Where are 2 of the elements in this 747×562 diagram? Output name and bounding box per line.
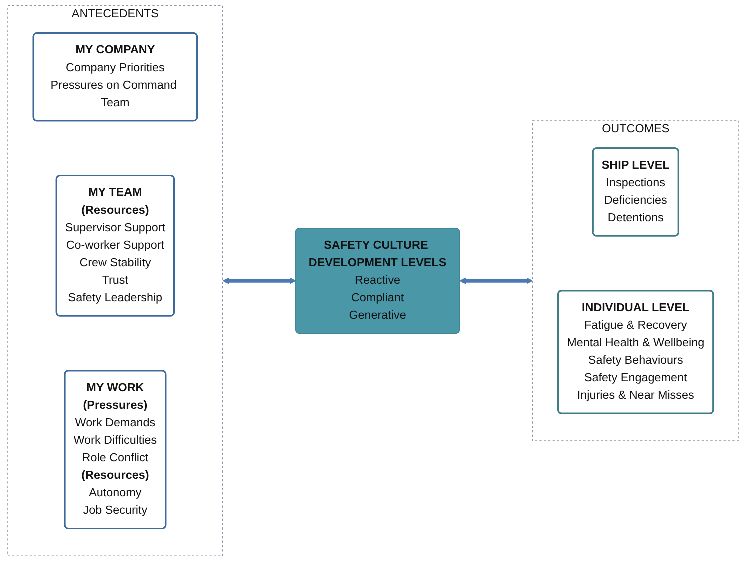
- arrow: [460, 278, 534, 284]
- arrow: [222, 278, 296, 284]
